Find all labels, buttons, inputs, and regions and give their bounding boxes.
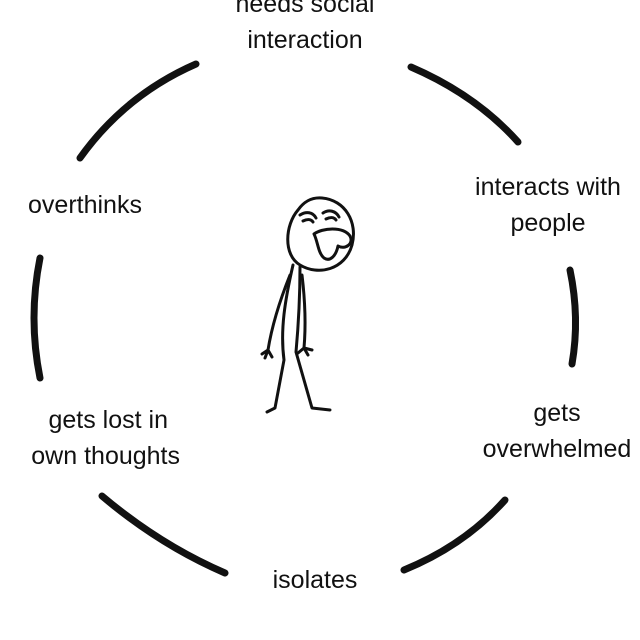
step-isolates: isolates <box>272 566 358 594</box>
figure-mouth <box>312 227 353 261</box>
figure-eye-right <box>321 209 341 219</box>
figure-eye-left <box>298 211 318 220</box>
arc-bottom-right <box>400 496 509 574</box>
step-interacts-with-people: interacts with people <box>475 173 621 238</box>
figure-arm-right <box>300 273 307 350</box>
figure-arm-left <box>266 273 292 352</box>
step-gets-lost-in-own-thoughts: gets lost in own thoughts <box>31 406 180 471</box>
arc-top-right <box>407 63 522 146</box>
step-overthinks: overthinks <box>28 191 142 219</box>
step-gets-overwhelmed: gets overwhelmed <box>482 399 632 464</box>
figure-head <box>286 196 355 272</box>
arc-right <box>566 266 580 368</box>
arc-left <box>30 254 44 382</box>
step-needs-social-interaction: needs social interaction <box>235 0 375 55</box>
arc-top-left <box>76 60 200 162</box>
arc-bottom <box>98 492 229 577</box>
